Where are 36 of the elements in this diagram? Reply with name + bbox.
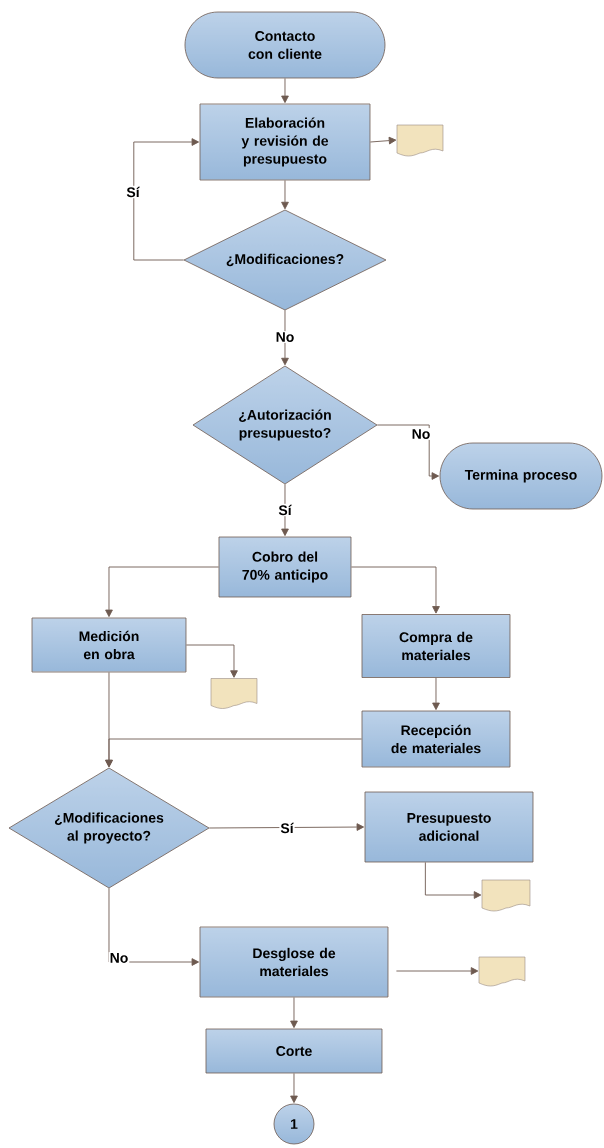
arrow — [105, 738, 363, 768]
process-box: Recepción de materiales — [361, 710, 511, 768]
process-box: Presupuesto adicional — [364, 791, 534, 863]
edge-label: No — [410, 428, 432, 440]
document-symbol — [478, 956, 526, 987]
process-box: Corte — [205, 1028, 383, 1074]
edge-label: Sí — [125, 185, 141, 199]
document-symbol — [481, 879, 531, 912]
arrow — [281, 77, 289, 104]
arrow — [395, 967, 479, 975]
arrow — [350, 566, 440, 614]
arrow — [369, 136, 397, 145]
edge-label: No — [108, 952, 130, 964]
arrow — [208, 823, 365, 831]
document-symbol — [210, 678, 258, 709]
process-box: Desglose de materiales — [199, 926, 389, 998]
arrow — [133, 138, 200, 261]
process-box: Medición en obra — [31, 617, 187, 673]
arrow — [108, 887, 200, 966]
process-box: Compra de materiales — [361, 614, 511, 678]
arrow — [281, 483, 289, 537]
arrow — [376, 424, 440, 480]
arrow — [185, 644, 238, 678]
edge-label: Sí — [277, 503, 293, 517]
edge-label: No — [274, 331, 296, 343]
process-box: Elaboración y revisión de presupuesto — [199, 103, 371, 181]
arrow — [290, 996, 298, 1029]
arrow — [105, 566, 220, 618]
arrow — [424, 861, 482, 899]
document-symbol — [396, 124, 444, 157]
arrow — [281, 309, 289, 366]
process-box: Cobro del 70% anticipo — [218, 536, 352, 598]
arrow — [281, 179, 289, 210]
arrow — [290, 1072, 298, 1104]
edge-label: Sí — [279, 821, 295, 835]
arrow — [432, 677, 440, 711]
